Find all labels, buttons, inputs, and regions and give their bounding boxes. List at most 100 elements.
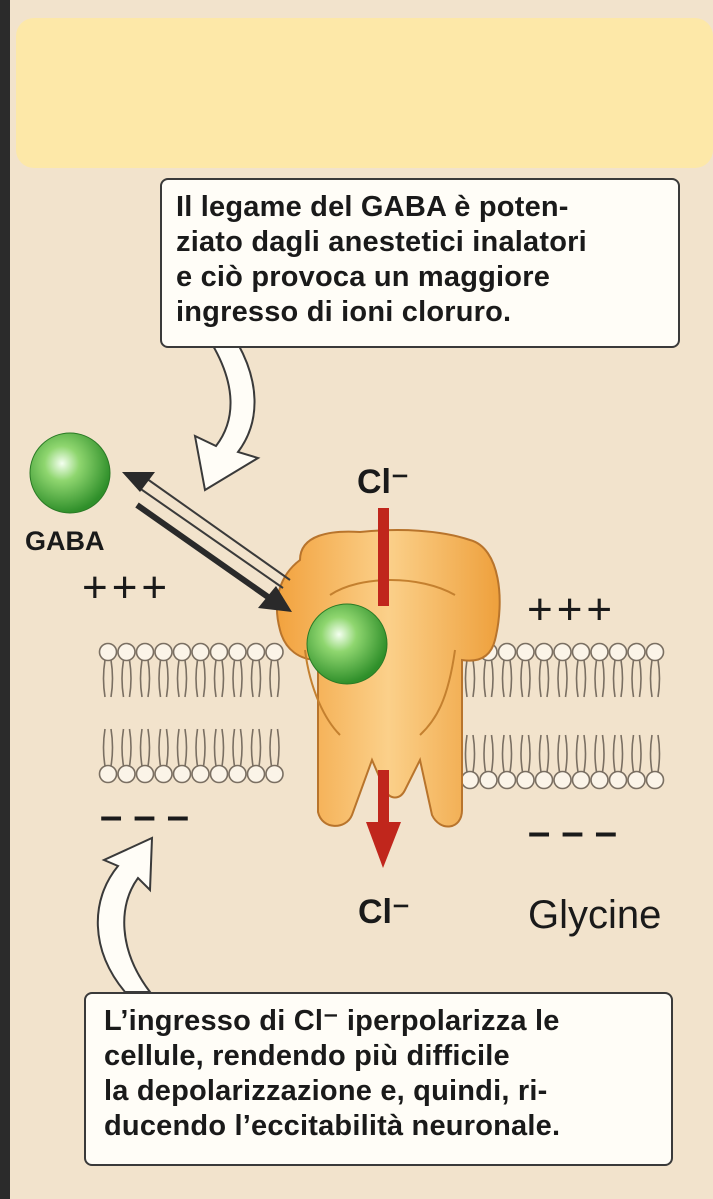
callout-bottom-line-4: ducendo l’eccitabilità neuronale. — [104, 1109, 664, 1144]
lipid-tail — [510, 735, 512, 772]
lipid-tail — [278, 729, 280, 766]
lipid-head — [137, 766, 154, 783]
lipid-head — [248, 644, 265, 661]
lipid-tail — [614, 735, 616, 772]
lipid-tail — [159, 660, 161, 697]
lipid-tail — [259, 660, 261, 697]
lipid-head — [573, 644, 590, 661]
charge-minus-right: – – – — [528, 810, 617, 855]
lipid-head — [248, 766, 265, 783]
lipid-head — [211, 644, 228, 661]
lipid-head — [192, 766, 209, 783]
lipid-head — [118, 644, 135, 661]
lipid-tail — [111, 660, 113, 697]
lipid-tail — [603, 660, 605, 697]
lipid-tail — [566, 660, 568, 697]
lipid-tail — [584, 735, 586, 772]
callout-top-pointer — [195, 344, 258, 490]
lipid-tail — [503, 660, 505, 697]
lipid-head — [174, 766, 191, 783]
lipid-tail — [130, 660, 132, 697]
lipid-head — [536, 644, 553, 661]
lipid-head — [499, 644, 516, 661]
lipid-head — [610, 644, 627, 661]
callout-top-line-1: Il legame del GABA è poten- — [176, 190, 666, 225]
lipid-tail — [270, 729, 272, 766]
lipid-tail — [148, 660, 150, 697]
lipid-head — [517, 772, 534, 789]
lipid-head — [229, 766, 246, 783]
lipid-tail — [167, 660, 169, 697]
lipid-tail — [621, 735, 623, 772]
lipid-tail — [252, 660, 254, 697]
callout-bottom-line-1: L’ingresso di Cl⁻ iperpolarizza le — [104, 1004, 664, 1039]
callout-bottom-pointer — [98, 838, 152, 992]
lipid-tail — [651, 660, 653, 697]
lipid-tail — [595, 735, 597, 772]
lipid-tail — [241, 729, 243, 766]
lipid-tail — [558, 735, 560, 772]
lipid-tail — [632, 660, 634, 697]
lipid-head — [211, 766, 228, 783]
lipid-head — [266, 766, 283, 783]
lipid-tail — [492, 660, 494, 697]
charge-plus-right: +++ — [527, 585, 616, 635]
lipid-tail — [510, 660, 512, 697]
lipid-head — [554, 772, 571, 789]
lipid-head — [610, 772, 627, 789]
callout-top-line-4: ingresso di ioni cloruro. — [176, 295, 666, 330]
lipid-tail — [111, 729, 113, 766]
lipid-tail — [547, 660, 549, 697]
membrane-right — [462, 644, 664, 789]
lipid-head — [647, 772, 664, 789]
lipid-tail — [141, 729, 143, 766]
lipid-tail — [104, 660, 106, 697]
lipid-tail — [215, 729, 217, 766]
lipid-tail — [614, 660, 616, 697]
lipid-tail — [640, 735, 642, 772]
lipid-head — [573, 772, 590, 789]
lipid-tail — [595, 660, 597, 697]
lipid-tail — [540, 735, 542, 772]
lipid-head — [155, 644, 172, 661]
lipid-tail — [521, 660, 523, 697]
lipid-head — [174, 644, 191, 661]
lipid-tail — [640, 660, 642, 697]
callout-bottom-line-2: cellule, rendendo più difficile — [104, 1039, 664, 1074]
lipid-tail — [241, 660, 243, 697]
label-cl-bottom: Cl⁻ — [358, 892, 410, 932]
lipid-tail — [104, 729, 106, 766]
lipid-tail — [259, 729, 261, 766]
lipid-tail — [473, 660, 475, 697]
lipid-head — [591, 772, 608, 789]
lipid-head — [229, 644, 246, 661]
lipid-tail — [185, 660, 187, 697]
lipid-tail — [484, 660, 486, 697]
lipid-head — [628, 772, 645, 789]
gaba-bound-sphere — [307, 604, 387, 684]
lipid-tail — [547, 735, 549, 772]
lipid-tail — [603, 735, 605, 772]
lipid-tail — [196, 729, 198, 766]
charge-plus-left: +++ — [82, 563, 171, 613]
lipid-tail — [632, 735, 634, 772]
lipid-head — [480, 772, 497, 789]
callout-hyperpolarization: L’ingresso di Cl⁻ iperpolarizza le cellu… — [84, 992, 673, 1166]
lipid-head — [628, 644, 645, 661]
lipid-head — [647, 644, 664, 661]
gaba-free-sphere — [30, 433, 110, 513]
lipid-tail — [566, 735, 568, 772]
lipid-tail — [141, 660, 143, 697]
lipid-tail — [252, 729, 254, 766]
lipid-tail — [658, 660, 660, 697]
lipid-tail — [529, 660, 531, 697]
lipid-head — [100, 766, 117, 783]
lipid-tail — [484, 735, 486, 772]
lipid-head — [591, 644, 608, 661]
lipid-head — [192, 644, 209, 661]
lipid-tail — [466, 660, 468, 697]
lipid-tail — [148, 729, 150, 766]
lipid-tail — [204, 729, 206, 766]
charge-minus-left: – – – — [100, 794, 189, 839]
lipid-head — [155, 766, 172, 783]
